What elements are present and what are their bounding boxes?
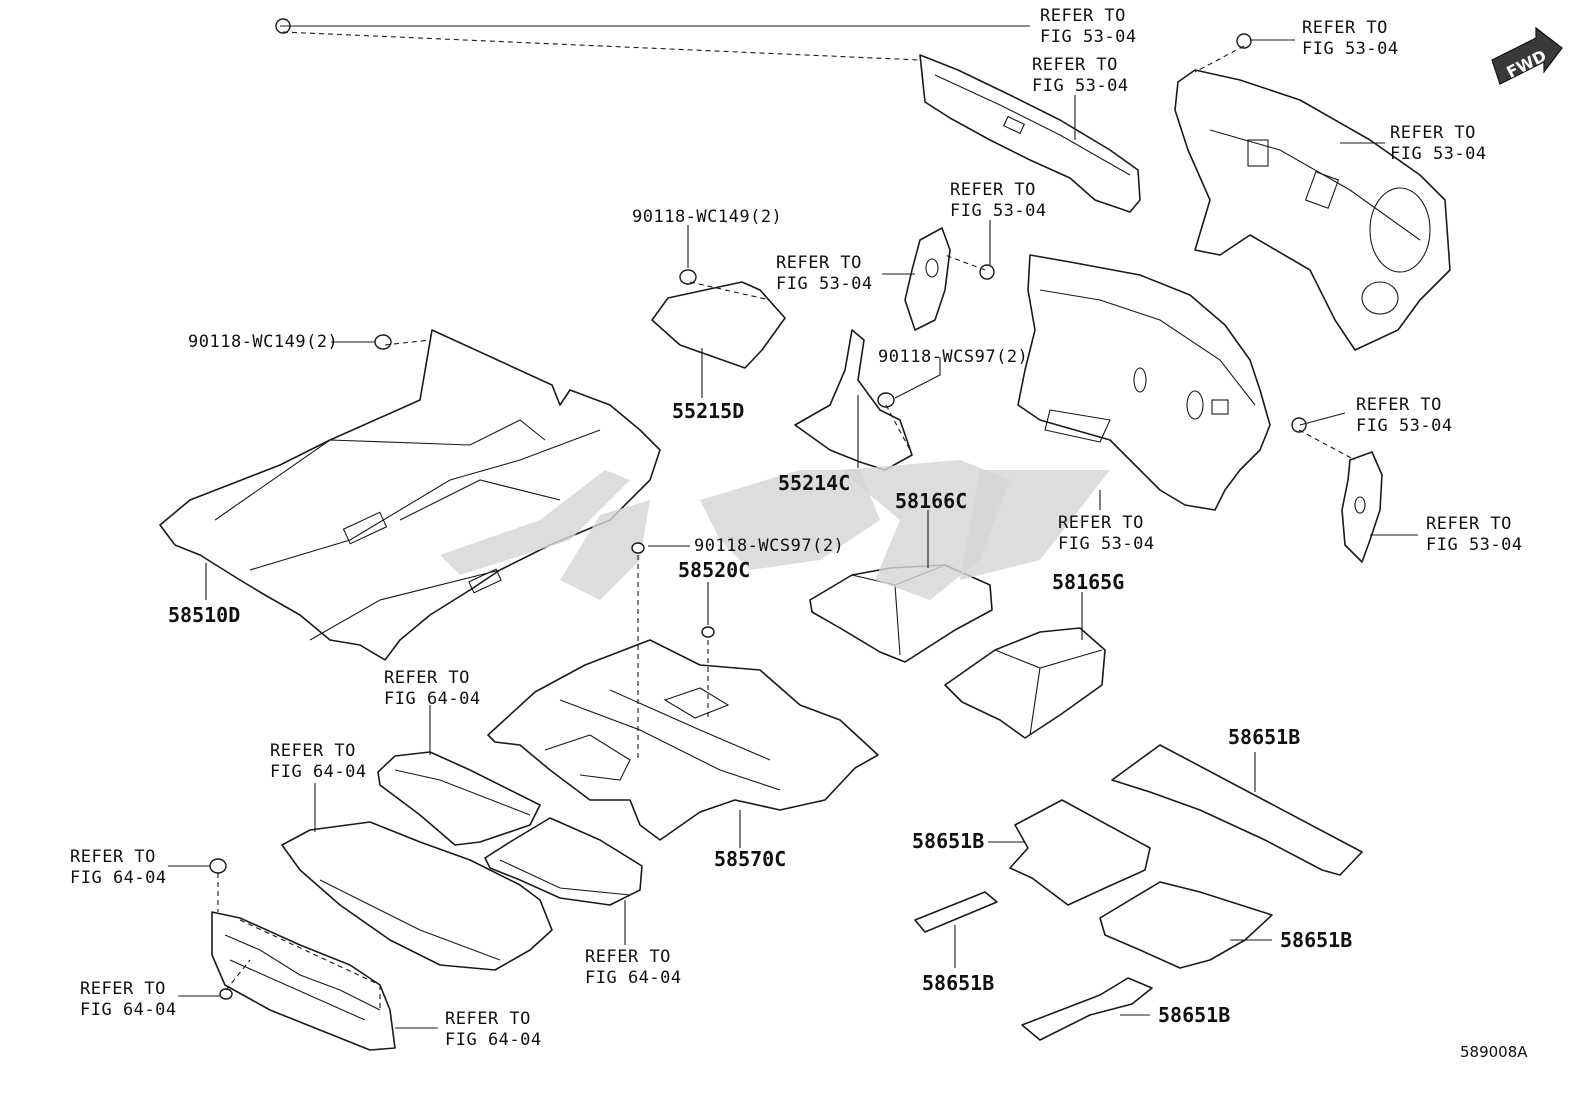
svg-text:FIG 53-04: FIG 53-04 xyxy=(950,201,1047,221)
svg-text:REFER TO: REFER TO xyxy=(80,979,166,999)
mat-58651b-right-shape xyxy=(1099,881,1273,969)
fwd-arrow-icon: FWD xyxy=(1491,26,1563,85)
refer-callout: REFER TO FIG 64-04 xyxy=(70,847,167,888)
clip-icon xyxy=(1236,33,1252,49)
clip-callout: 90118-WC149(2) xyxy=(632,207,782,227)
svg-text:FIG 53-04: FIG 53-04 xyxy=(1058,534,1155,554)
svg-text:REFER TO: REFER TO xyxy=(384,668,470,688)
mat-58651b-small-shape xyxy=(1021,977,1153,1041)
tray-58165g-shape xyxy=(944,627,1106,739)
refer-callout: REFER TO FIG 64-04 xyxy=(384,668,481,709)
dash-insulator-main-shape xyxy=(1017,254,1271,511)
svg-text:REFER TO: REFER TO xyxy=(1426,514,1512,534)
mat-58651b-strip-shape xyxy=(914,891,998,933)
svg-text:FIG 53-04: FIG 53-04 xyxy=(1356,416,1453,436)
mat-rear-shape xyxy=(281,821,553,971)
svg-text:REFER TO: REFER TO xyxy=(776,253,862,273)
svg-text:REFER TO: REFER TO xyxy=(1390,123,1476,143)
clip-icon xyxy=(877,392,895,408)
refer-callout: REFER TO FIG 53-04 xyxy=(1302,18,1399,59)
svg-text:FIG 53-04: FIG 53-04 xyxy=(1390,144,1487,164)
svg-text:REFER TO: REFER TO xyxy=(1356,395,1442,415)
part-number-58651b: 58651B xyxy=(922,971,994,995)
svg-text:FIG 64-04: FIG 64-04 xyxy=(70,868,167,888)
carpet-58510d-shape xyxy=(159,329,661,661)
clip-icon xyxy=(701,626,715,638)
clip-icon xyxy=(219,988,233,1000)
clip-icon xyxy=(631,542,645,554)
svg-text:REFER TO: REFER TO xyxy=(585,947,671,967)
clip-callout: 90118-WC149(2) xyxy=(188,332,338,352)
mat-58651b-mid-shape xyxy=(1009,799,1151,906)
part-number-58651b: 58651B xyxy=(1280,928,1352,952)
refer-callout: REFER TO FIG 53-04 xyxy=(1032,55,1129,96)
svg-text:FIG 64-04: FIG 64-04 xyxy=(270,762,367,782)
part-number-58651b: 58651B xyxy=(1158,1003,1230,1027)
clip-icon xyxy=(979,264,995,280)
trim-panel-shape xyxy=(211,911,396,1051)
mat-front-left-shape xyxy=(377,751,541,846)
svg-text:REFER TO: REFER TO xyxy=(950,180,1036,200)
part-number-58570c: 58570C xyxy=(714,847,786,871)
svg-text:REFER TO: REFER TO xyxy=(70,847,156,867)
svg-text:FIG 64-04: FIG 64-04 xyxy=(585,968,682,988)
refer-callout: REFER TO FIG 64-04 xyxy=(270,741,367,782)
leader-lines xyxy=(168,25,1418,1029)
svg-text:FIG 53-04: FIG 53-04 xyxy=(1032,76,1129,96)
svg-text:FIG 64-04: FIG 64-04 xyxy=(384,689,481,709)
dash-panel-upper-shape xyxy=(919,54,1141,213)
refer-callout: REFER TO FIG 53-04 xyxy=(1356,395,1453,436)
mat-front-right-shape xyxy=(484,817,643,906)
bracket-lower-right-shape xyxy=(1341,451,1383,563)
clip-icon xyxy=(374,334,392,350)
dash-insulator-shape xyxy=(1174,69,1451,351)
refer-callout: REFER TO FIG 64-04 xyxy=(585,947,682,988)
refer-callout: REFER TO FIG 53-04 xyxy=(1426,514,1523,555)
part-number-58651b: 58651B xyxy=(1228,725,1300,749)
svg-text:FIG 64-04: FIG 64-04 xyxy=(445,1030,542,1050)
carpet-58570c-shape xyxy=(487,639,879,841)
svg-text:FIG 64-04: FIG 64-04 xyxy=(80,1000,177,1020)
part-number-55215d: 55215D xyxy=(672,399,744,423)
clip-icon xyxy=(679,269,697,285)
clip-icon xyxy=(1291,417,1307,433)
clip-callout: 90118-WCS97(2) xyxy=(878,347,1028,367)
svg-text:REFER TO: REFER TO xyxy=(1040,6,1126,26)
diagram-code: 589008A xyxy=(1460,1043,1528,1061)
refer-callout: REFER TO FIG 53-04 xyxy=(776,253,873,294)
watermark-logo xyxy=(440,460,1110,600)
clip-callout: 90118-WCS97(2) xyxy=(694,536,844,556)
refer-callout: REFER TO FIG 53-04 xyxy=(1058,513,1155,554)
refer-callout: REFER TO FIG 53-04 xyxy=(950,180,1047,221)
refer-callout: REFER TO FIG 64-04 xyxy=(445,1009,542,1050)
part-number-55214c: 55214C xyxy=(778,471,850,495)
part-number-58651b: 58651B xyxy=(912,829,984,853)
svg-text:FIG 53-04: FIG 53-04 xyxy=(1040,27,1137,47)
svg-text:REFER TO: REFER TO xyxy=(1302,18,1388,38)
svg-text:REFER TO: REFER TO xyxy=(445,1009,531,1029)
clip-icon xyxy=(209,858,227,874)
svg-text:REFER TO: REFER TO xyxy=(1058,513,1144,533)
part-number-58165g: 58165G xyxy=(1052,570,1124,594)
mat-58651b-large-shape xyxy=(1111,744,1363,876)
bracket-upper-shape xyxy=(904,227,951,331)
refer-callout: REFER TO FIG 53-04 xyxy=(1390,123,1487,164)
part-number-58510d: 58510D xyxy=(168,603,240,627)
svg-text:REFER TO: REFER TO xyxy=(1032,55,1118,75)
pad-55215d-shape xyxy=(651,281,786,369)
part-number-58520c: 58520C xyxy=(678,558,750,582)
svg-text:REFER TO: REFER TO xyxy=(270,741,356,761)
svg-text:FIG 53-04: FIG 53-04 xyxy=(776,274,873,294)
svg-text:FIG 53-04: FIG 53-04 xyxy=(1302,39,1399,59)
refer-callout: REFER TO FIG 53-04 xyxy=(1040,6,1137,47)
svg-text:FIG 53-04: FIG 53-04 xyxy=(1426,535,1523,555)
refer-callout: REFER TO FIG 64-04 xyxy=(80,979,177,1020)
part-number-58166c: 58166C xyxy=(895,489,967,513)
